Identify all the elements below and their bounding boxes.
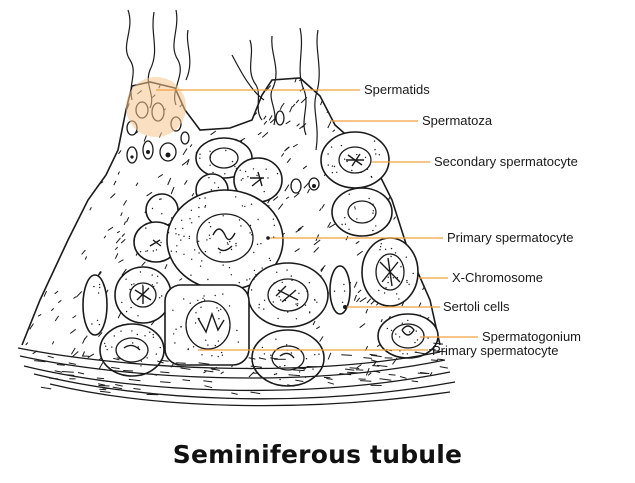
- label-spermatozoa: Spermatoza: [422, 113, 493, 128]
- chromosome-marks: [123, 153, 415, 359]
- membrane-texture: [34, 342, 448, 396]
- label-primary-spermatocyte-lower: Primary spermatocyte: [432, 343, 559, 358]
- leader-dots: [266, 236, 347, 309]
- sertoli-cell: [329, 265, 351, 315]
- label-primary-spermatocyte: Primary spermatocyte: [447, 230, 574, 245]
- spermatid-nuclei: [130, 150, 316, 188]
- leader-lines: [156, 89, 478, 351]
- cell-stipple: [91, 140, 429, 381]
- label-secondary-spermatocyte: Secondary spermatocyte: [434, 154, 578, 169]
- label-x-chromosome: X-Chromosome: [452, 270, 544, 285]
- label-sertoli-cells: Sertoli cells: [443, 299, 510, 314]
- diagram-title: Seminiferous tubule: [172, 440, 463, 469]
- label-spermatogonium: Spermatogonium: [482, 329, 581, 344]
- label-spermatids: Spermatids: [364, 82, 430, 97]
- spermatid-highlight: [126, 77, 186, 137]
